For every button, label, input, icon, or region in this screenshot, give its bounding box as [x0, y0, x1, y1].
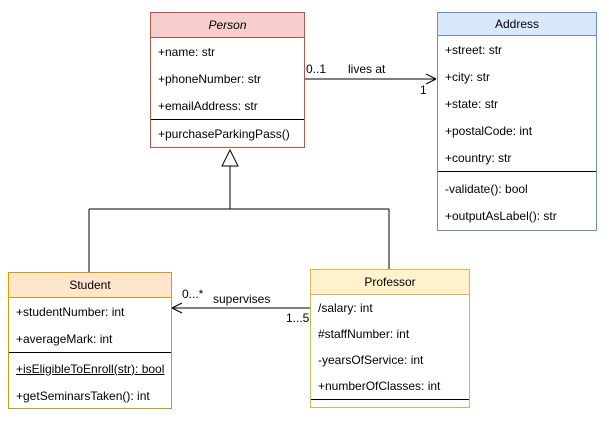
class-address-header: Address	[438, 13, 596, 36]
class-title: Person	[208, 18, 247, 32]
class-title: Address	[494, 17, 540, 31]
attribute: +postalCode: int	[445, 123, 533, 138]
class-address-methods: -validate(): bool +outputAsLabel(): str	[438, 171, 596, 230]
class-student-header: Student	[9, 273, 171, 298]
method: -validate(): bool	[445, 181, 528, 196]
attribute: +country: str	[445, 150, 512, 165]
class-title: Professor	[364, 275, 416, 289]
attribute: +name: str	[158, 44, 216, 59]
method: +getSeminarsTaken(): int	[16, 388, 150, 403]
class-student-methods: +isEligibleToEnroll(str): bool +getSemin…	[9, 352, 171, 409]
class-professor-methods-empty	[311, 399, 469, 407]
attribute: +emailAddress: str	[158, 98, 258, 113]
class-address[interactable]: Address +street: str +city: str +state: …	[437, 12, 597, 231]
attribute: +city: str	[445, 69, 491, 84]
open-arrowhead-left-icon	[171, 302, 183, 314]
multiplicity-lives-at-target[interactable]: 1	[420, 83, 427, 97]
class-address-attributes: +street: str +city: str +state: str +pos…	[438, 36, 596, 171]
attribute: -yearsOfService: int	[318, 353, 424, 367]
association-supervises-edge[interactable]	[171, 302, 310, 314]
class-professor-attributes: /salary: int #staffNumber: int -yearsOfS…	[311, 295, 469, 399]
generalization-edge[interactable]	[88, 148, 390, 272]
attribute: +averageMark: int	[16, 331, 113, 346]
hollow-triangle-icon	[221, 148, 239, 167]
association-label-supervises[interactable]: supervises	[213, 292, 271, 306]
class-professor[interactable]: Professor /salary: int #staffNumber: int…	[310, 269, 470, 408]
attribute: +studentNumber: int	[16, 304, 125, 319]
method: +outputAsLabel(): str	[445, 208, 557, 223]
method: +purchaseParkingPass()	[158, 126, 290, 141]
attribute: +numberOfClasses: int	[318, 379, 441, 393]
attribute: +state: str	[445, 96, 499, 111]
class-title: Student	[69, 278, 111, 292]
attribute: +phoneNumber: str	[158, 71, 262, 86]
attribute: #staffNumber: int	[318, 327, 410, 341]
class-person[interactable]: Person +name: str +phoneNumber: str +ema…	[150, 12, 305, 148]
multiplicity-supervises-source[interactable]: 1...5	[286, 311, 310, 325]
class-professor-header: Professor	[311, 270, 469, 295]
association-lives-at-edge[interactable]	[305, 73, 437, 85]
class-student-attributes: +studentNumber: int +averageMark: int	[9, 298, 171, 352]
association-label-lives-at[interactable]: lives at	[348, 62, 386, 76]
open-arrowhead-right-icon	[425, 73, 437, 85]
attribute: /salary: int	[318, 301, 373, 315]
class-student[interactable]: Student +studentNumber: int +averageMark…	[8, 272, 172, 409]
class-person-methods: +purchaseParkingPass()	[151, 119, 304, 147]
multiplicity-supervises-target[interactable]: 0...*	[182, 287, 204, 301]
static-method: +isEligibleToEnroll(str): bool	[16, 361, 165, 376]
class-person-attributes: +name: str +phoneNumber: str +emailAddre…	[151, 38, 304, 119]
attribute: +street: str	[445, 42, 503, 57]
multiplicity-lives-at-source[interactable]: 0..1	[306, 62, 327, 76]
class-person-header: Person	[151, 13, 304, 38]
